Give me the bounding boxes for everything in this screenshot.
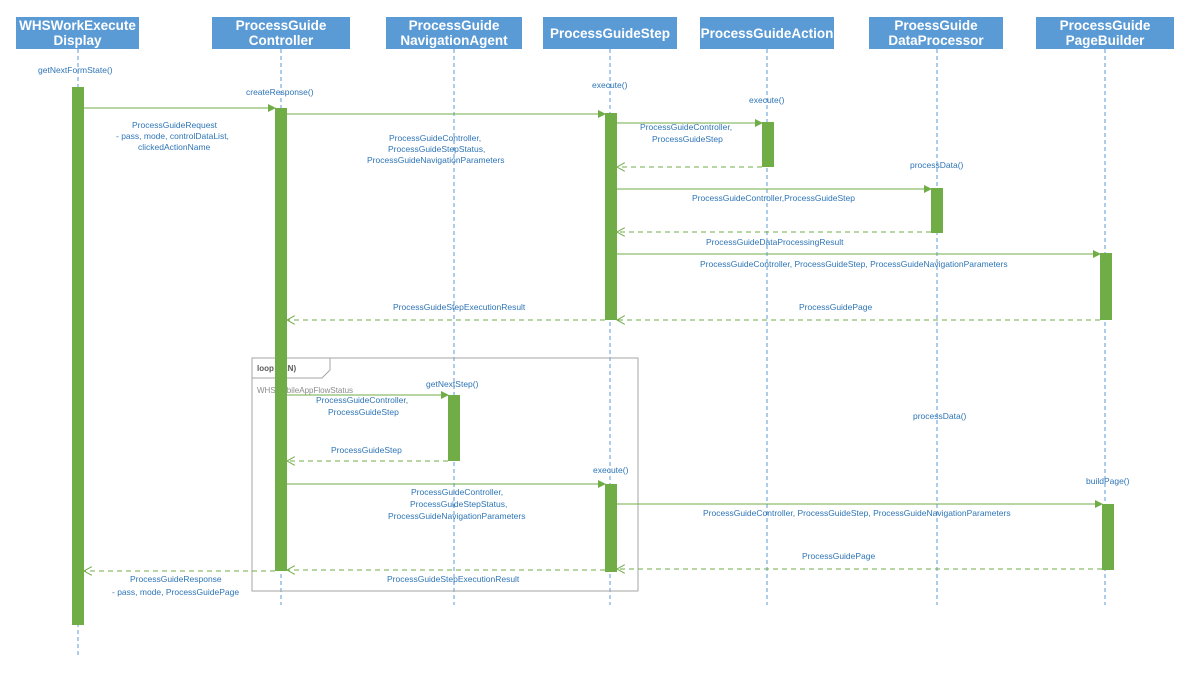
- label-process-data-1: processData(): [910, 160, 964, 170]
- label-nav-result: ProcessGuideStep: [331, 445, 402, 455]
- label-dp-args: ProcessGuideController,ProcessGuideStep: [692, 193, 855, 203]
- label-get-next-step: getNextStep(): [426, 379, 479, 389]
- lifeline-header-navigation-agent: ProcessGuide NavigationAgent: [386, 17, 522, 49]
- label-nav-args-2: ProcessGuideStep: [328, 407, 399, 417]
- lifeline-subtitle: Controller: [248, 33, 314, 48]
- label-process-data-2: processData(): [913, 411, 967, 421]
- label-exec2-args-2: ProcessGuideStepStatus,: [410, 499, 507, 509]
- lifeline-header-whs: WHSWorkExecute Display: [16, 17, 139, 49]
- lifeline-header-controller: ProcessGuide Controller: [212, 17, 350, 49]
- label-exec-step-args-3: ProcessGuideNavigationParameters: [367, 155, 504, 165]
- activation-step-1: [605, 113, 617, 320]
- lifeline-header-action: ProcessGuideAction: [700, 17, 834, 49]
- activation-action: [762, 122, 774, 167]
- label-execute-2: execute(): [593, 465, 629, 475]
- label-page-1: ProcessGuidePage: [799, 302, 873, 312]
- label-execute-action: execute(): [749, 95, 785, 105]
- activation-step-2: [605, 484, 617, 572]
- label-request-3: clickedActionName: [138, 142, 211, 152]
- label-request-1: ProcessGuideRequest: [132, 120, 218, 130]
- label-build-page: buildPage(): [1086, 476, 1130, 486]
- label-step-result-1: ProcessGuideStepExecutionResult: [393, 302, 526, 312]
- label-nav-args-1: ProcessGuideController,: [316, 395, 408, 405]
- lifeline-title: ProessGuide: [894, 18, 978, 33]
- label-pb-args-1: ProcessGuideController, ProcessGuideStep…: [700, 259, 1008, 269]
- lifeline-header-step: ProcessGuideStep: [543, 17, 677, 49]
- lifeline-header-page-builder: ProcessGuide PageBuilder: [1036, 17, 1174, 49]
- label-page-2: ProcessGuidePage: [802, 551, 876, 561]
- lifeline-subtitle: Display: [53, 33, 102, 48]
- label-exec-step-args-2: ProcessGuideStepStatus,: [388, 144, 485, 154]
- label-exec-step-args-1: ProcessGuideController,: [389, 133, 481, 143]
- label-exec2-args-3: ProcessGuideNavigationParameters: [388, 511, 525, 521]
- loop-guard: WHSMobileAppFlowStatus: [257, 386, 353, 395]
- activation-page-builder-2: [1102, 504, 1114, 570]
- label-dp-result: ProcessGuideDataProcessingResult: [706, 237, 844, 247]
- label-execute-1: execute(): [592, 80, 628, 90]
- label-response-1: ProcessGuideResponse: [130, 574, 222, 584]
- label-create-response: createResponse(): [246, 87, 314, 97]
- lifeline-header-data-processor: ProessGuide DataProcessor: [869, 17, 1003, 49]
- activation-page-builder-1: [1100, 253, 1112, 320]
- lifeline-subtitle: DataProcessor: [888, 33, 984, 48]
- label-response-2: - pass, mode, ProcessGuidePage: [112, 587, 239, 597]
- activation-navigation-agent: [448, 395, 460, 461]
- lifeline-subtitle: NavigationAgent: [400, 33, 508, 48]
- label-get-next-form-state: getNextFormState(): [38, 65, 113, 75]
- label-exec2-args-1: ProcessGuideController,: [411, 487, 503, 497]
- activation-data-processor: [931, 188, 943, 233]
- label-pb-args-2: ProcessGuideController, ProcessGuideStep…: [703, 508, 1011, 518]
- activation-whs: [72, 87, 84, 625]
- label-step-result-2: ProcessGuideStepExecutionResult: [387, 574, 520, 584]
- label-action-args-2: ProcessGuideStep: [652, 134, 723, 144]
- activation-controller: [275, 108, 287, 571]
- lifeline-title: ProcessGuide: [408, 18, 500, 33]
- lifeline-title: ProcessGuide: [1059, 18, 1151, 33]
- label-action-args-1: ProcessGuideController,: [640, 122, 732, 132]
- lifeline-title: ProcessGuideStep: [549, 25, 671, 41]
- lifeline-title: WHSWorkExecute: [19, 18, 136, 33]
- lifeline-title: ProcessGuide: [235, 18, 327, 33]
- lifeline-subtitle: PageBuilder: [1065, 33, 1145, 48]
- label-request-2: - pass, mode, controlDataList,: [116, 131, 229, 141]
- lifeline-title: ProcessGuideAction: [700, 25, 834, 41]
- loop-frame: loop (0..N) WHSMobileAppFlowStatus: [251, 357, 639, 592]
